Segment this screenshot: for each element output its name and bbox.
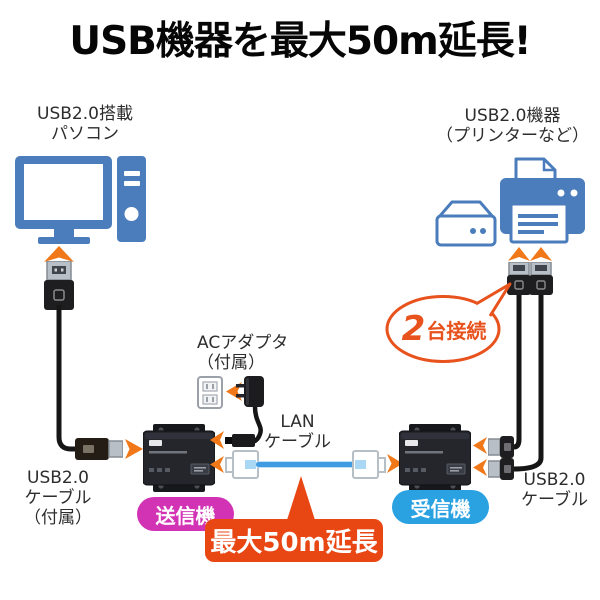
usb-cable-right-line1: USB2.0 (523, 470, 586, 490)
usb-cable-left-line2: ケーブル (24, 488, 92, 508)
usb-plug-icon (75, 438, 123, 460)
up-arrow-icon (530, 247, 552, 261)
lan-cable-line (256, 461, 356, 468)
page-title: USB機器を最大50m延長! (69, 19, 531, 64)
usb-cable-right-lines (513, 290, 544, 472)
ac-adapter-label-line2: （付属） (197, 353, 265, 373)
transmitter-device-icon (143, 424, 215, 492)
pc-label: USB2.0搭載 パソコン (20, 104, 150, 144)
callout-text: 2 台接続 (390, 305, 498, 353)
usb-cable-left-line1: USB2.0 (27, 468, 89, 488)
callout-number: 2 (401, 309, 426, 349)
pc-label-line1: USB2.0搭載 (37, 104, 133, 124)
lan-label-line2: ケーブル (264, 432, 331, 452)
usb-plug-icon (44, 261, 74, 310)
left-arrow-icon (473, 459, 487, 476)
lan-cable-label: LAN ケーブル (250, 412, 345, 452)
receiver-device-icon (399, 424, 471, 492)
right-arrow-icon (125, 439, 143, 459)
up-arrow-icon (44, 246, 74, 262)
ac-adapter-label-line1: ACアダプタ (197, 333, 289, 353)
lan-connector-icon (352, 450, 386, 479)
devices-label-line1: USB2.0機器 (464, 106, 561, 126)
up-arrow-icon (508, 247, 530, 261)
usb-cable-right-label: USB2.0 ケーブル (512, 470, 597, 510)
max-extension-badge: 最大50m延長 (205, 519, 383, 562)
usb-cable-left-label: USB2.0 ケーブル （付属） (12, 468, 104, 528)
usb-plug-icon (529, 262, 553, 295)
usb-cable-left-line3: （付属） (24, 508, 92, 528)
usb-plug-icon (507, 262, 531, 295)
left-arrow-icon (210, 431, 224, 449)
printer-icon (500, 157, 585, 244)
ac-adapter-label: ACアダプタ （付属） (197, 333, 288, 373)
receiver-label-pill: 受信機 (392, 490, 489, 524)
ac-adapter-icon (236, 376, 264, 445)
outlet-icon (197, 376, 223, 409)
usb-plug-icon (488, 458, 514, 480)
lan-label-line1: LAN (280, 412, 315, 432)
lan-connector-icon (225, 450, 259, 479)
storage-device-icon (435, 200, 497, 247)
right-arrow-icon (387, 454, 403, 473)
computer-icon (15, 156, 146, 244)
two-device-callout-bubble (385, 282, 512, 363)
devices-label-line2: （プリンターなど） (436, 126, 589, 146)
usb-cable-left-line (56, 305, 76, 452)
left-arrow-icon (210, 456, 224, 473)
usb-plug-icon (488, 436, 514, 458)
devices-label: USB2.0機器 （プリンターなど） (430, 106, 595, 146)
left-arrow-icon (473, 437, 487, 454)
pc-label-line2: パソコン (51, 124, 119, 144)
dc-plug-icon (225, 434, 255, 447)
badge-pointer (287, 476, 315, 520)
callout-label: 台接続 (426, 318, 487, 343)
usb-cable-right-line2: ケーブル (521, 490, 588, 510)
